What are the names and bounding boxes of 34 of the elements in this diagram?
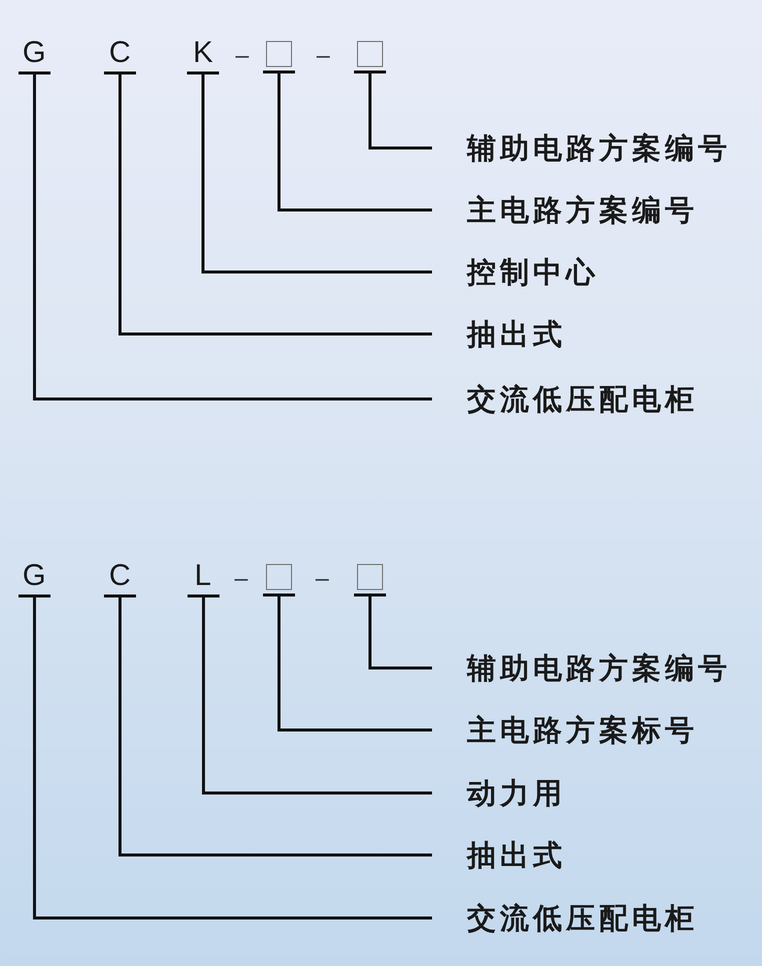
code-letter: K xyxy=(193,38,214,68)
leader-line xyxy=(352,594,434,670)
leader-line xyxy=(17,594,434,920)
code-letter: C xyxy=(109,38,131,68)
leader-line xyxy=(102,72,434,336)
description-text: 控制中心 xyxy=(467,254,599,290)
placeholder-box xyxy=(357,41,383,67)
description-text: 抽出式 xyxy=(467,316,566,352)
separator-dash: – xyxy=(316,44,330,68)
placeholder-box xyxy=(266,41,292,67)
leader-line xyxy=(186,72,434,274)
leader-line xyxy=(186,594,434,794)
separator-dash: – xyxy=(316,567,329,591)
placeholder-box xyxy=(266,564,292,590)
code-letter: G xyxy=(22,561,46,591)
leader-line xyxy=(262,70,434,212)
description-text: 主电路方案编号 xyxy=(467,192,698,228)
description-text: 主电路方案标号 xyxy=(467,712,698,748)
leader-line xyxy=(102,594,434,856)
code-letter: L xyxy=(194,561,212,591)
separator-dash: – xyxy=(236,44,249,68)
description-text: 抽出式 xyxy=(467,837,566,873)
leader-line xyxy=(352,70,434,150)
separator-dash: – xyxy=(234,567,248,591)
description-text: 辅助电路方案编号 xyxy=(467,650,731,686)
leader-line xyxy=(17,72,434,400)
code-letter: G xyxy=(22,38,46,68)
description-text: 辅助电路方案编号 xyxy=(467,130,731,166)
placeholder-box xyxy=(357,564,383,590)
leader-line xyxy=(262,594,434,732)
description-text: 动力用 xyxy=(467,775,566,811)
code-letter: C xyxy=(109,561,131,591)
description-text: 交流低压配电柜 xyxy=(467,900,698,936)
description-text: 交流低压配电柜 xyxy=(467,381,698,417)
